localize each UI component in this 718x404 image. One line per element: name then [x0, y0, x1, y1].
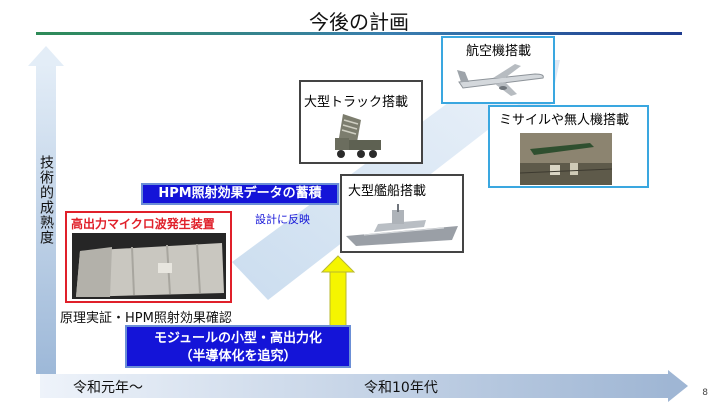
- ship-platform-box: 大型艦船搭載: [340, 174, 464, 253]
- aircraft-image: [453, 60, 547, 100]
- generator-photo: [72, 233, 226, 299]
- missile-drone-image: [520, 133, 612, 185]
- module-miniaturization-box: モジュールの小型・高出力化 （半導体化を追究）: [125, 325, 351, 368]
- aircraft-platform-box: 航空機搭載: [441, 36, 555, 104]
- timeline-end-label: 令和10年代: [364, 377, 438, 397]
- module-box-line2: （半導体化を追究）: [127, 348, 349, 366]
- truck-platform-box: 大型トラック搭載: [299, 80, 423, 164]
- hpm-data-accumulation-box: HPM照射効果データの蓄積: [141, 183, 339, 205]
- timeline-start-label: 令和元年〜: [73, 377, 143, 397]
- ship-image: [344, 202, 462, 250]
- ship-platform-label: 大型艦船搭載: [348, 180, 426, 199]
- yellow-up-arrow: [322, 256, 354, 326]
- y-axis-label: 技術的成熟度: [36, 155, 56, 245]
- page-number: 8: [702, 388, 708, 398]
- tarp-covered-device-image: [72, 233, 226, 299]
- design-feedback-label: 設計に反映: [255, 211, 310, 227]
- hpm-generator-title: 高出力マイクロ波発生装置: [71, 215, 215, 232]
- truck-platform-label: 大型トラック搭載: [304, 91, 408, 110]
- hpm-generator-caption: 原理実証・HPM照射効果確認: [60, 307, 232, 326]
- module-box-line1: モジュールの小型・高出力化: [127, 330, 349, 348]
- aircraft-platform-label: 航空機搭載: [466, 40, 531, 59]
- missile-drone-platform-box: ミサイルや無人機搭載: [488, 105, 649, 188]
- truck-image: [329, 112, 389, 160]
- missile-drone-platform-label: ミサイルや無人機搭載: [499, 109, 629, 128]
- hpm-generator-box: 高出力マイクロ波発生装置: [65, 211, 232, 303]
